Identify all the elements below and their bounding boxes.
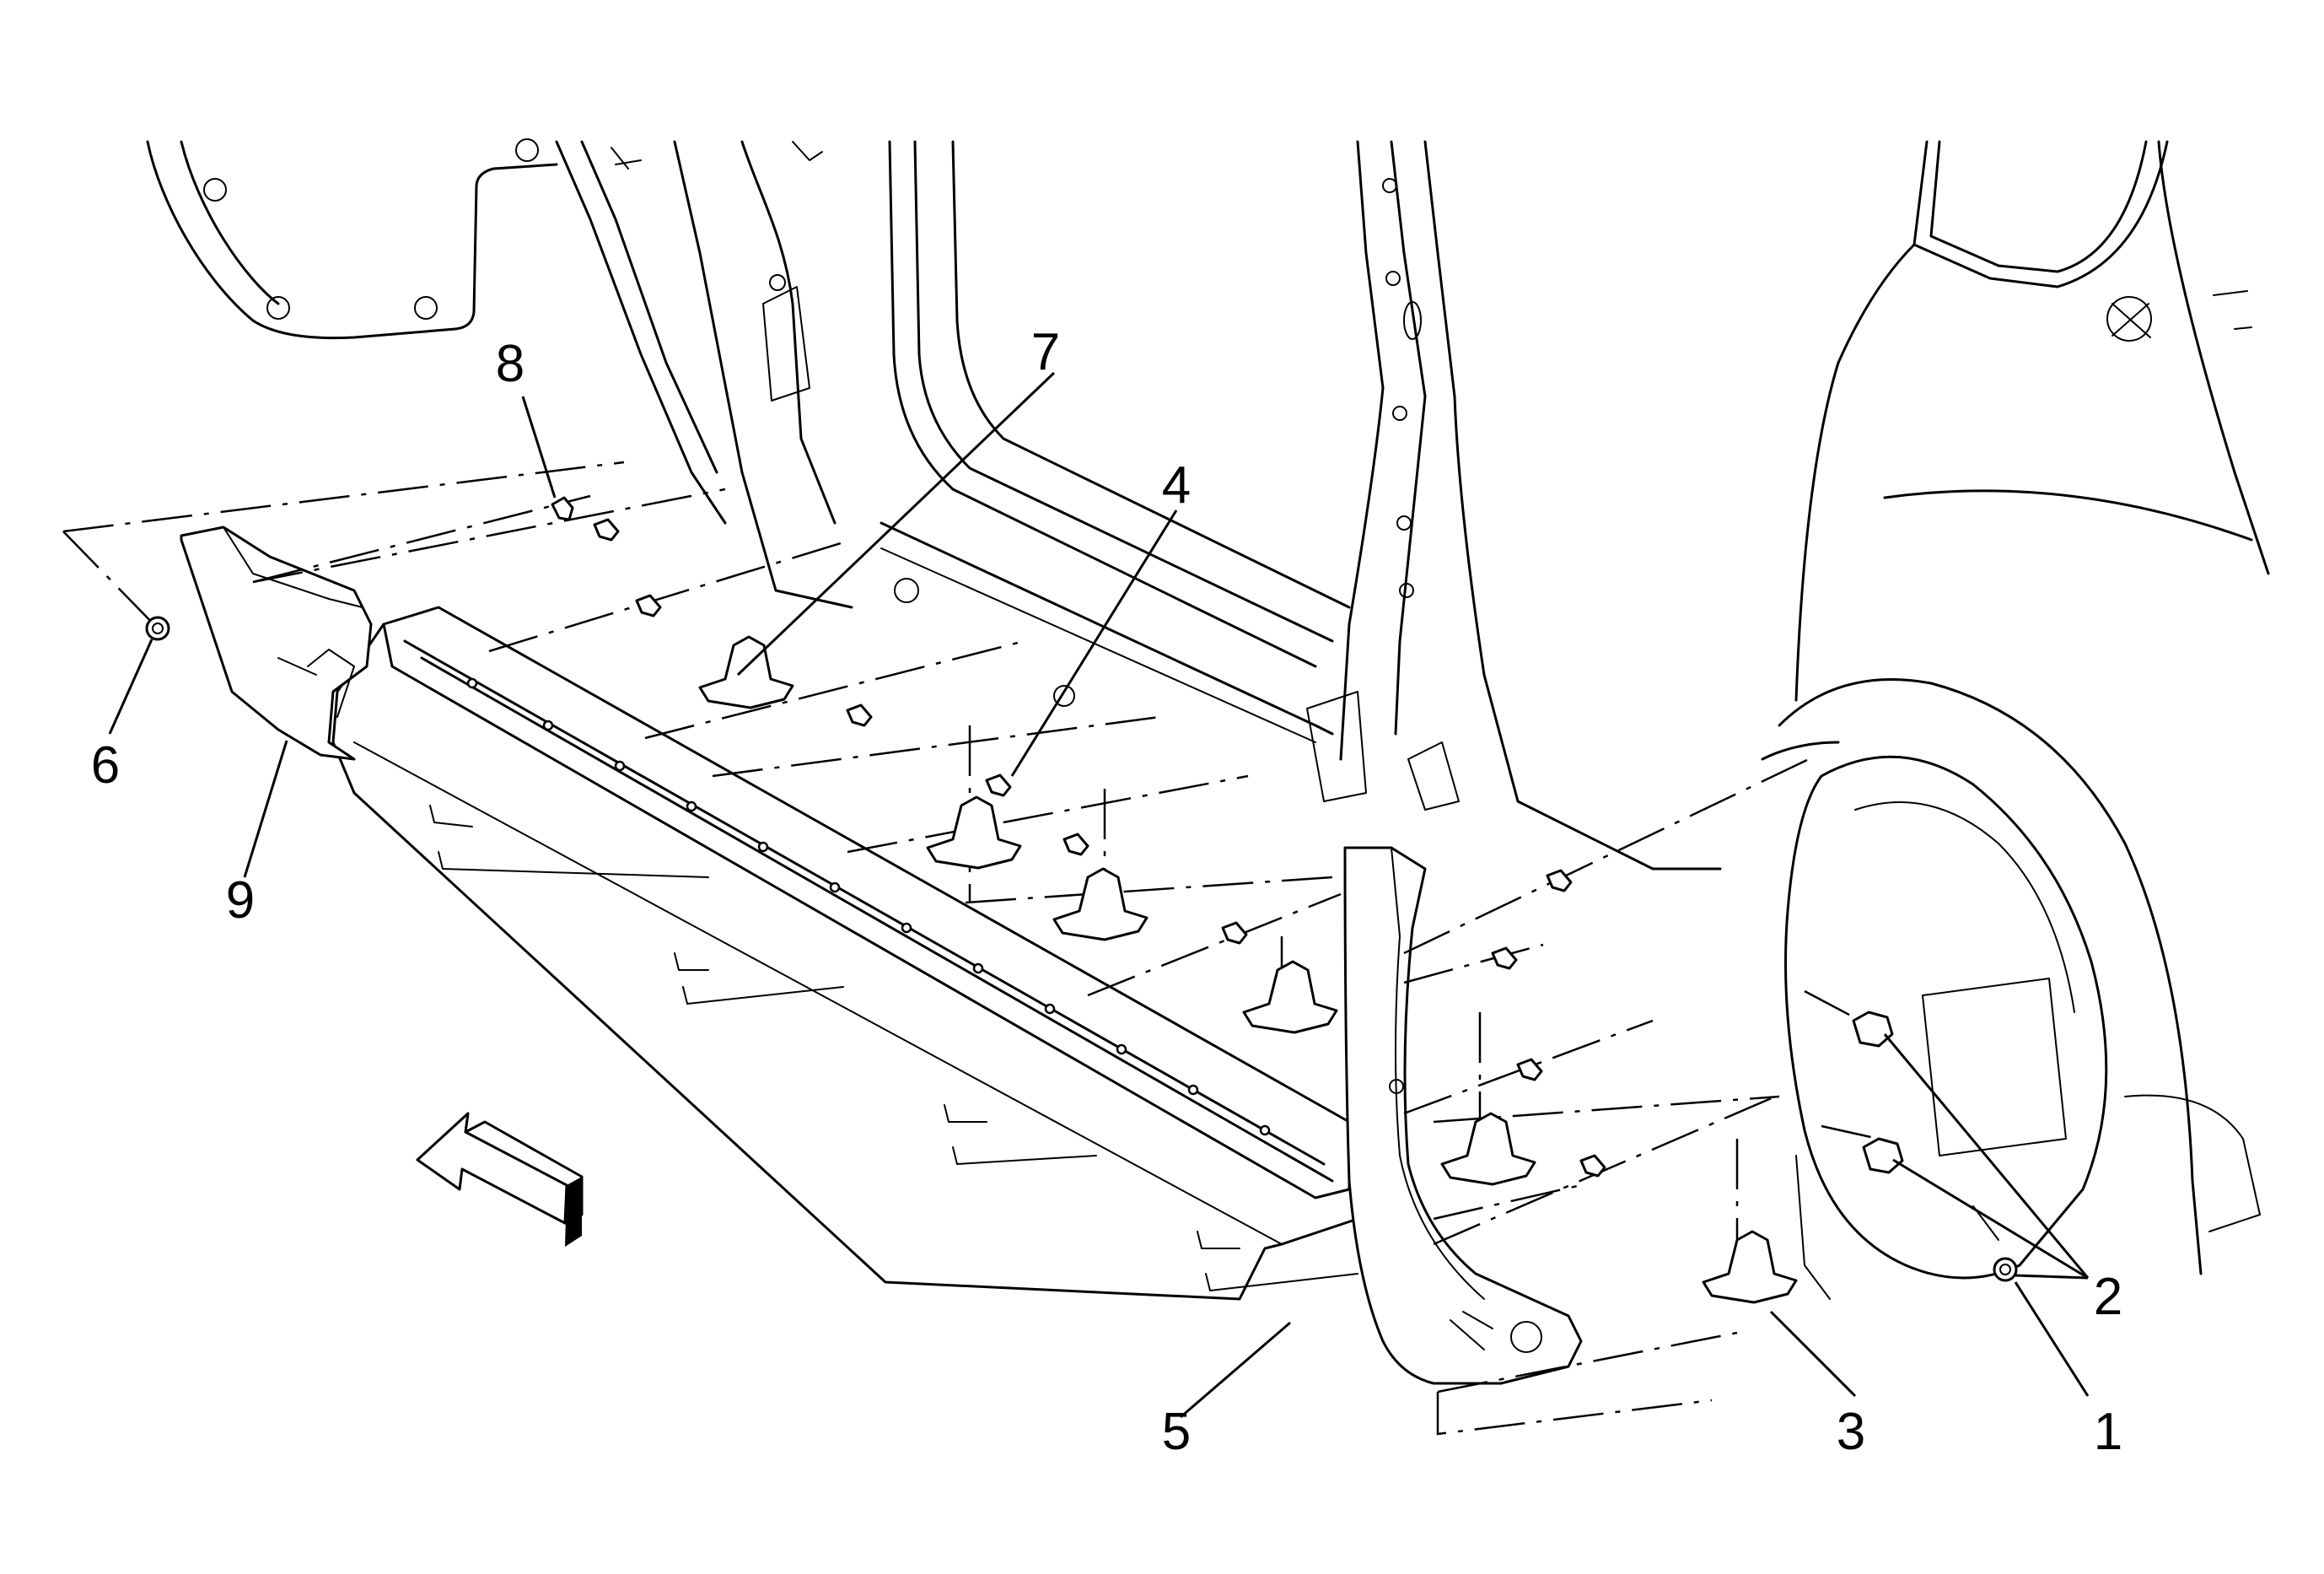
callout-8: 8 — [496, 335, 525, 393]
rear-end-cap — [180, 526, 373, 761]
callout-1: 1 — [2094, 1403, 2122, 1461]
callout-2: 2 — [2094, 1268, 2122, 1326]
callout-leaders — [108, 371, 2090, 1419]
callout-5: 5 — [1162, 1403, 1191, 1461]
fasteners — [145, 616, 2018, 1282]
callout-6: 6 — [91, 736, 120, 795]
front-fender-and-wheel-opening — [1761, 140, 2270, 1300]
small-retainer-clips — [551, 496, 1606, 1178]
molding-lower-tabs — [429, 805, 1358, 1291]
callout-3: 3 — [1837, 1403, 1865, 1461]
rear-body-structure — [146, 138, 853, 609]
callout-9: 9 — [226, 871, 255, 930]
door-opening-body — [880, 140, 1722, 871]
front-end-cap — [1343, 846, 1583, 1385]
callout-labels: 1 2 3 4 5 6 7 8 9 — [91, 323, 2122, 1461]
callout-4: 4 — [1162, 456, 1191, 515]
molding-retainer-holes — [466, 677, 1271, 1136]
front-direction-arrow-icon — [416, 1112, 584, 1247]
push-pin-retainers — [698, 635, 1798, 1304]
callout-7: 7 — [1031, 323, 1060, 381]
